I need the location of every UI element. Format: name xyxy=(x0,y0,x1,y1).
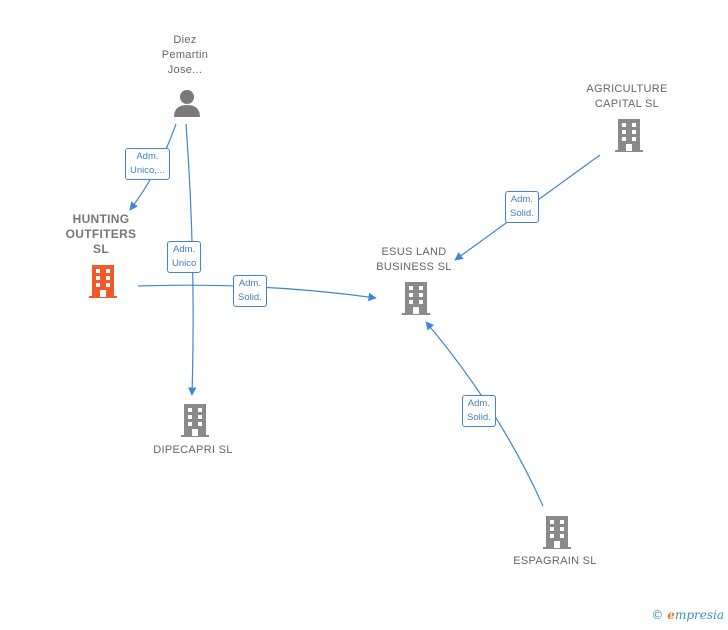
node-label-espagrain[interactable]: ESPAGRAIN SL xyxy=(513,555,597,567)
edge-label-hunting-esus[interactable]: Adm. Solid. xyxy=(233,275,267,307)
edge-label-person-hunting[interactable]: Adm. Unico,... xyxy=(125,148,170,180)
edge-label-person-dipecapri[interactable]: Adm. Unico xyxy=(167,241,202,273)
person-icon[interactable] xyxy=(172,88,202,118)
building-icon-dipecapri[interactable] xyxy=(180,402,210,438)
building-icon-espagrain[interactable] xyxy=(542,514,572,550)
node-label-hunting[interactable]: HUNTING OUTFITERS SL xyxy=(65,212,137,256)
node-label-agriculture[interactable]: AGRICULTURE CAPITAL SL xyxy=(586,83,668,110)
building-icon-agriculture[interactable] xyxy=(614,117,644,153)
brand-watermark: ©empresia xyxy=(651,608,724,622)
brand-initial: e xyxy=(667,608,675,622)
copyright-icon: © xyxy=(651,608,664,622)
node-label-esus[interactable]: ESUS LAND BUSINESS SL xyxy=(376,246,452,273)
building-icon-esus[interactable] xyxy=(401,280,431,316)
edge-label-espagrain-esus[interactable]: Adm. Solid. xyxy=(462,395,496,427)
edge-label-agriculture-esus[interactable]: Adm. Solid. xyxy=(505,191,539,223)
node-label-person[interactable]: Diez Pemartin Jose... xyxy=(161,34,209,76)
node-label-dipecapri[interactable]: DIPECAPRI SL xyxy=(153,444,233,456)
brand-name: mpresia xyxy=(674,608,724,622)
building-icon-hunting[interactable] xyxy=(88,263,118,299)
